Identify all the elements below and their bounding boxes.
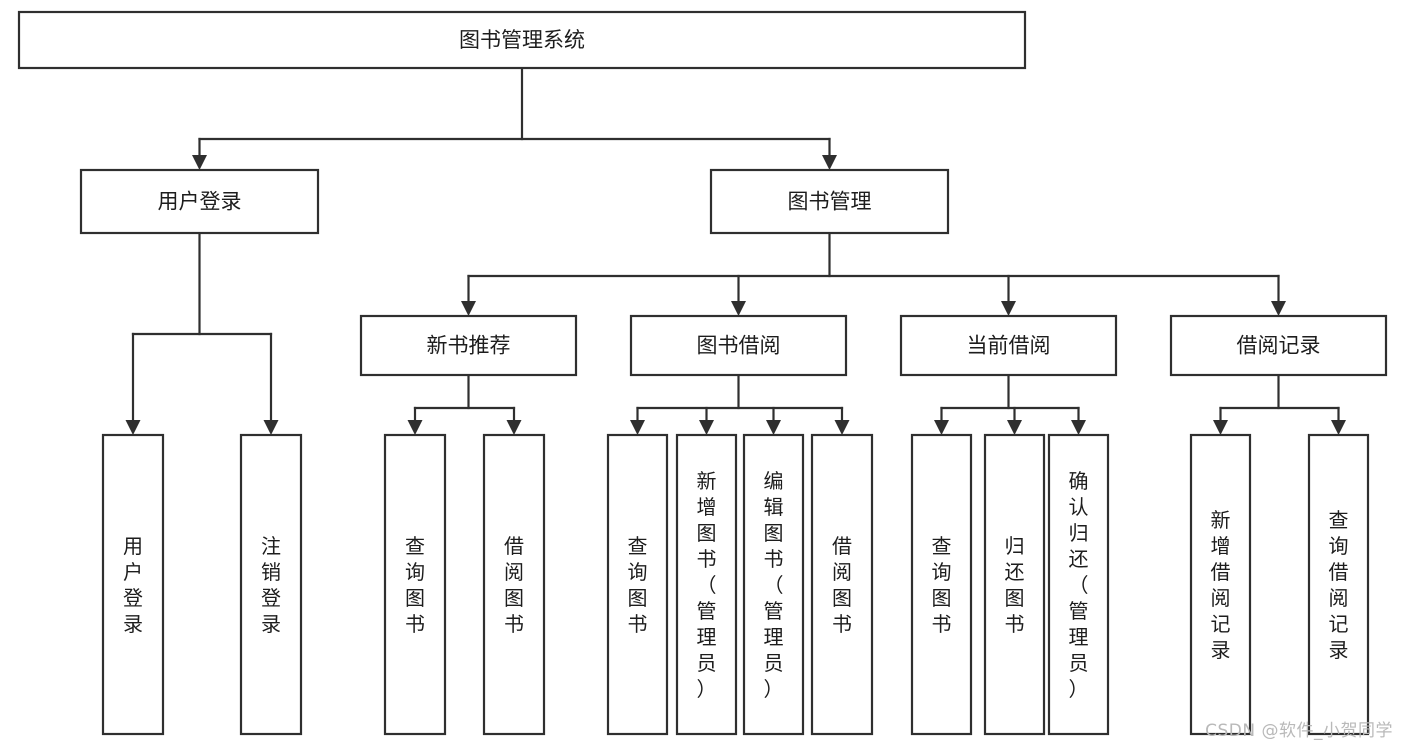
arrow-to-leaf-edit-book-admin: [766, 420, 781, 435]
node-book-borrow-rect: [629, 314, 848, 377]
node-leaf-query-book-1-rect: [383, 433, 447, 736]
node-root-system-label: 图书管理系统: [459, 28, 585, 52]
arrow-to-leaf-borrow-book-1: [506, 420, 522, 435]
node-leaf-borrow-book-2[interactable]: 借阅图书: [810, 433, 874, 736]
node-leaf-borrow-book-1-rect: [482, 433, 546, 736]
node-current-borrow[interactable]: 当前借阅: [899, 314, 1118, 377]
node-leaf-add-borrow-record[interactable]: 新增借阅记录: [1189, 433, 1252, 736]
node-leaf-query-book-2-rect: [606, 433, 669, 736]
arrow-to-leaf-query-borrow-record: [1331, 420, 1346, 435]
node-user-login-label: 用户登录: [158, 190, 242, 214]
arrow-to-borrow-record: [1271, 301, 1286, 316]
arrow-to-leaf-query-book-2: [630, 420, 645, 435]
arrow-to-leaf-confirm-return-admin: [1071, 420, 1086, 435]
arrow-to-new-book-recommend: [461, 301, 476, 316]
arrow-to-current-borrow: [1001, 301, 1016, 316]
node-user-login[interactable]: 用户登录: [79, 168, 320, 235]
node-leaf-query-book-3-label: 查询图书: [932, 534, 952, 636]
node-leaf-query-borrow-record[interactable]: 查询借阅记录: [1307, 433, 1370, 736]
arrow-to-book-manage: [822, 155, 837, 170]
node-borrow-record[interactable]: 借阅记录: [1169, 314, 1388, 377]
arrow-to-user-login: [192, 155, 207, 170]
node-leaf-user-login-label: 用户登录: [123, 534, 143, 636]
node-current-borrow-label: 当前借阅: [967, 334, 1051, 358]
node-leaf-add-book-admin-rect: [675, 433, 738, 736]
node-borrow-record-label: 借阅记录: [1237, 334, 1321, 358]
connector-layer: [125, 66, 1346, 435]
node-leaf-return-book[interactable]: 归还图书: [983, 433, 1046, 736]
watermark-text: CSDN @软件_小贺同学: [1205, 721, 1393, 741]
node-leaf-confirm-return-admin[interactable]: 确认归还（管理员）: [1047, 433, 1110, 736]
node-leaf-edit-book-admin-label: 编辑图书（管理员）: [764, 469, 784, 701]
node-leaf-borrow-book-1[interactable]: 借阅图书: [482, 433, 546, 736]
node-leaf-user-login[interactable]: 用户登录: [101, 433, 165, 736]
node-leaf-confirm-return-admin-label: 确认归还（管理员）: [1069, 469, 1089, 701]
node-leaf-confirm-return-admin-rect: [1047, 433, 1110, 736]
node-leaf-add-book-admin-label: 新增图书（管理员）: [697, 469, 717, 701]
node-leaf-borrow-book-2-label: 借阅图书: [832, 534, 852, 636]
node-leaf-add-borrow-record-rect: [1189, 433, 1252, 736]
node-leaf-edit-book-admin[interactable]: 编辑图书（管理员）: [742, 433, 805, 736]
node-leaf-query-book-3[interactable]: 查询图书: [910, 433, 973, 736]
arrow-to-leaf-add-book-admin: [699, 420, 714, 435]
arrow-to-leaf-return-book: [1007, 420, 1022, 435]
node-book-borrow-label: 图书借阅: [697, 334, 781, 358]
node-layer: 图书管理系统用户登录图书管理新书推荐图书借阅当前借阅借阅记录用户登录注销登录查询…: [17, 10, 1388, 736]
node-leaf-query-book-1-label: 查询图书: [405, 534, 425, 636]
node-new-book-recommend-label: 新书推荐: [427, 334, 511, 358]
node-leaf-query-book-2-label: 查询图书: [628, 534, 648, 636]
node-leaf-return-book-rect: [983, 433, 1046, 736]
node-leaf-add-borrow-record-label: 新增借阅记录: [1211, 508, 1231, 662]
node-borrow-record-rect: [1169, 314, 1388, 377]
node-current-borrow-rect: [899, 314, 1118, 377]
node-leaf-borrow-book-1-label: 借阅图书: [504, 534, 524, 636]
node-book-manage-rect: [709, 168, 950, 235]
arrow-to-leaf-query-book-3: [934, 420, 949, 435]
arrow-to-leaf-user-logout: [263, 420, 279, 435]
node-user-login-rect: [79, 168, 320, 235]
arrow-to-leaf-add-borrow-record: [1213, 420, 1228, 435]
node-leaf-borrow-book-2-rect: [810, 433, 874, 736]
node-leaf-query-borrow-record-rect: [1307, 433, 1370, 736]
node-book-manage[interactable]: 图书管理: [709, 168, 950, 235]
arrow-to-leaf-borrow-book-2: [834, 420, 850, 435]
node-leaf-query-book-3-rect: [910, 433, 973, 736]
node-new-book-recommend[interactable]: 新书推荐: [359, 314, 578, 377]
node-leaf-return-book-label: 归还图书: [1005, 534, 1025, 636]
node-leaf-user-login-rect: [101, 433, 165, 736]
node-leaf-user-logout-rect: [239, 433, 303, 736]
node-root-system[interactable]: 图书管理系统: [17, 10, 1027, 70]
node-leaf-query-book-2[interactable]: 查询图书: [606, 433, 669, 736]
node-root-system-rect: [17, 10, 1027, 70]
arrow-to-leaf-query-book-1: [407, 420, 423, 435]
node-leaf-query-borrow-record-label: 查询借阅记录: [1329, 508, 1349, 662]
node-leaf-edit-book-admin-rect: [742, 433, 805, 736]
node-leaf-query-book-1[interactable]: 查询图书: [383, 433, 447, 736]
arrow-to-book-borrow: [731, 301, 746, 316]
node-leaf-add-book-admin[interactable]: 新增图书（管理员）: [675, 433, 738, 736]
node-book-borrow[interactable]: 图书借阅: [629, 314, 848, 377]
node-new-book-recommend-rect: [359, 314, 578, 377]
arrow-to-leaf-user-login: [125, 420, 141, 435]
node-leaf-user-logout-label: 注销登录: [261, 534, 281, 636]
node-book-manage-label: 图书管理: [788, 190, 872, 214]
node-leaf-user-logout[interactable]: 注销登录: [239, 433, 303, 736]
